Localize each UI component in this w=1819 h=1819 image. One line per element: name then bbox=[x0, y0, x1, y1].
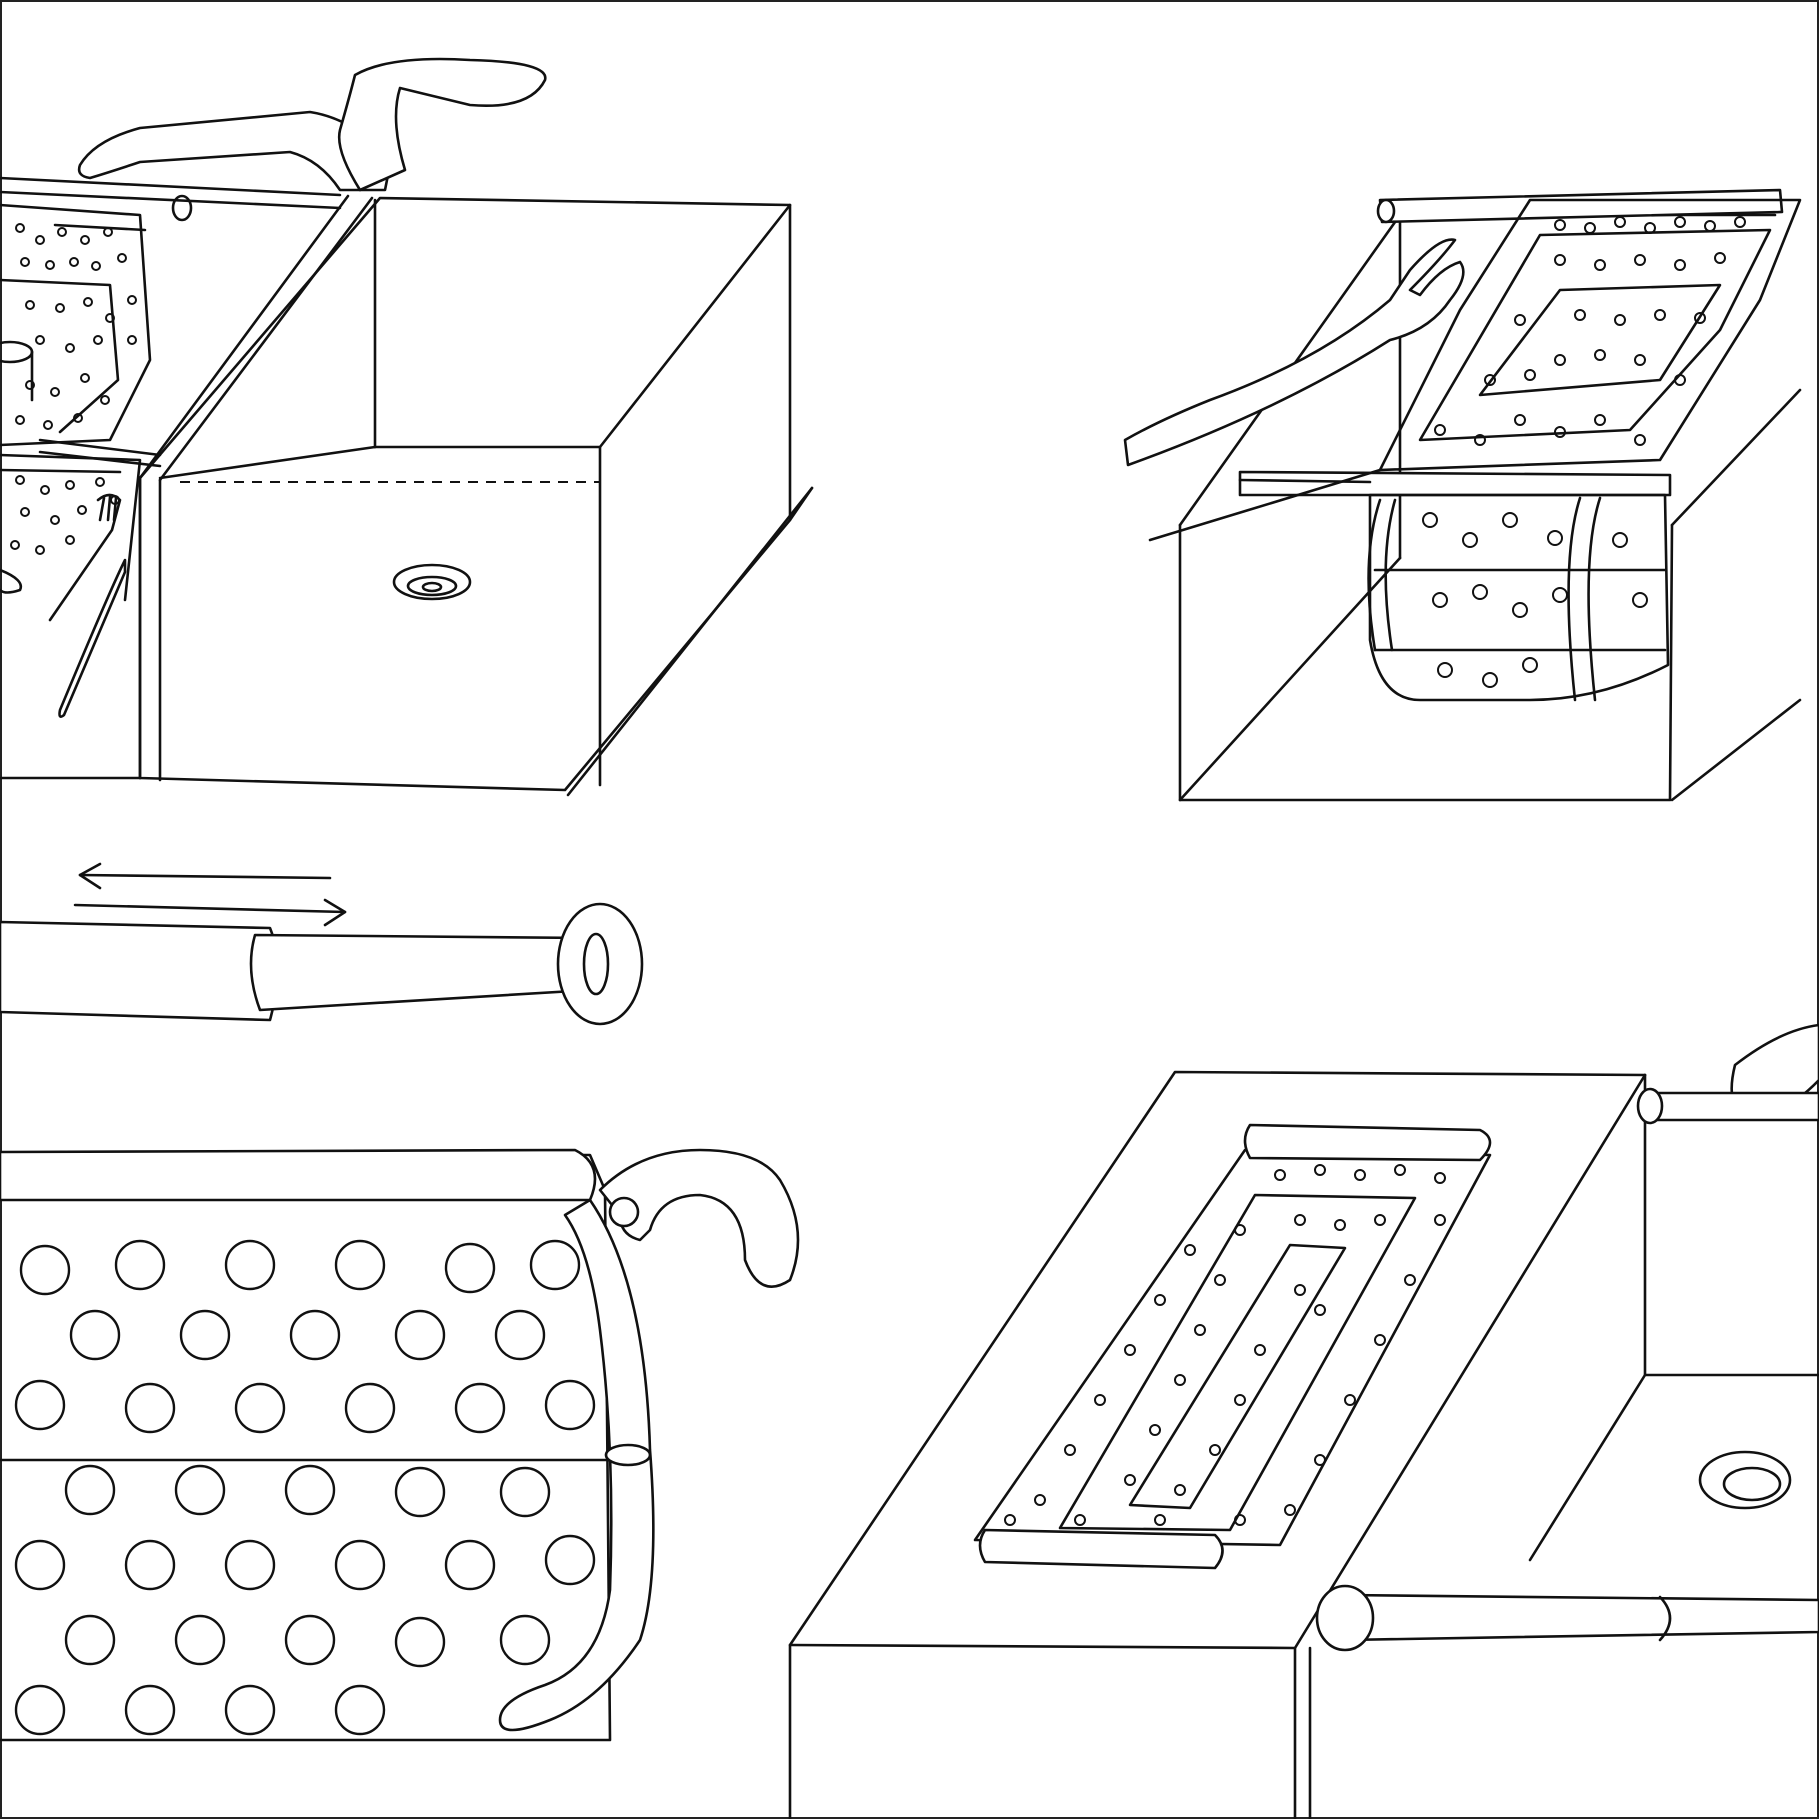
arrow-right-icon bbox=[73, 903, 347, 914]
drain-icon bbox=[392, 563, 472, 601]
hand-icon bbox=[1123, 238, 1465, 542]
fork-icon bbox=[48, 493, 122, 622]
drain-icon-2 bbox=[1698, 1450, 1792, 1510]
panel-rack-closeup bbox=[0, 1148, 800, 1742]
knife-icon bbox=[58, 558, 127, 718]
panel-telescopic-rod bbox=[0, 862, 644, 1026]
faucet-icon bbox=[77, 57, 547, 192]
rack-perforation-dots bbox=[10, 223, 137, 555]
panel-hand-placing-rack bbox=[1123, 188, 1802, 802]
panel-rack-on-counter bbox=[788, 1023, 1819, 1819]
counter-outline bbox=[788, 1070, 1647, 1819]
rack-perforation-large bbox=[14, 1239, 596, 1736]
arrow-left-icon bbox=[78, 873, 332, 880]
panel-sink-with-rack bbox=[0, 57, 814, 797]
